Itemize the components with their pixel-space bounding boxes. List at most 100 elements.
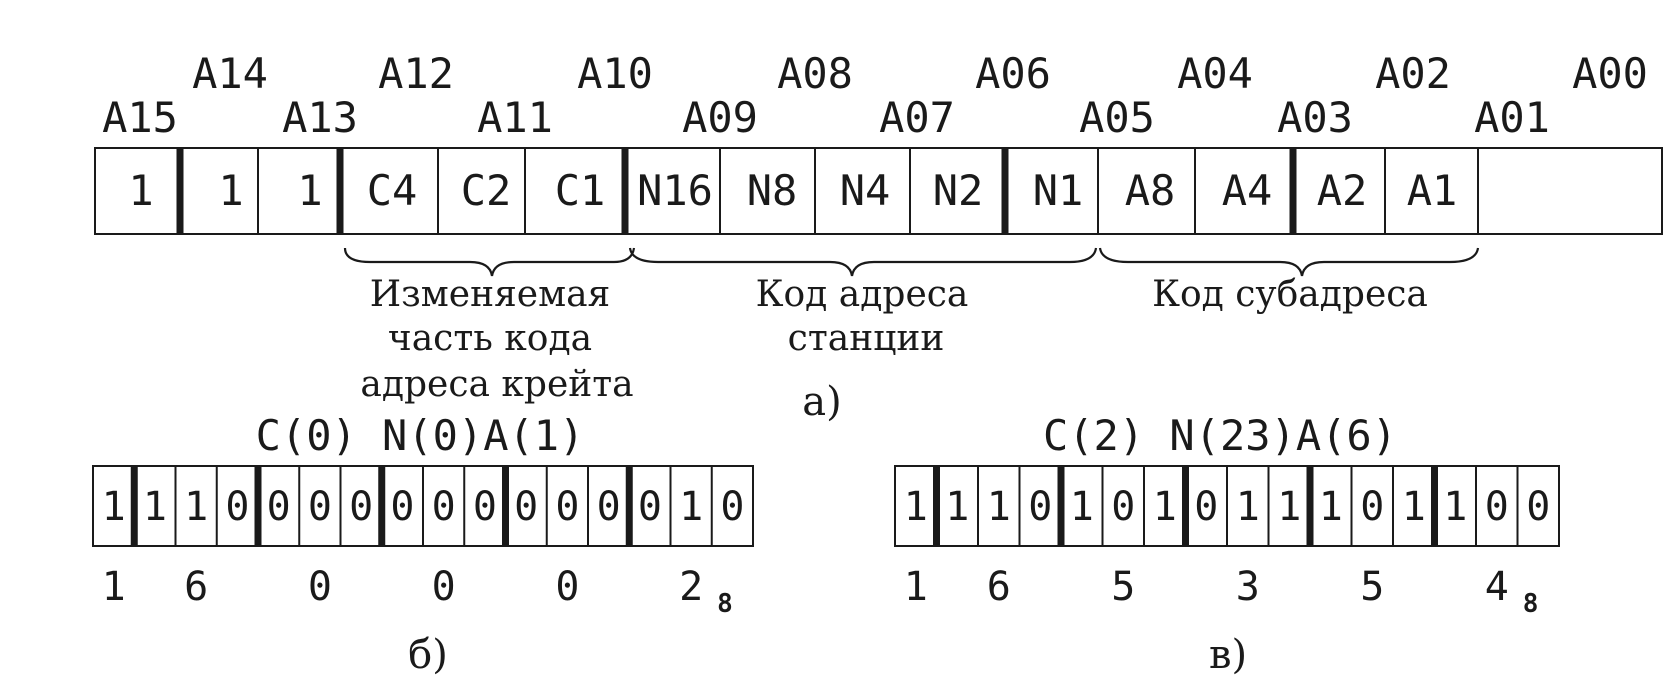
- title-c: C(2) N(23)A(6): [1043, 411, 1397, 460]
- octal-digit: 3: [1236, 564, 1260, 610]
- bit-cell: 0: [432, 484, 456, 530]
- register-cell: A4: [1222, 166, 1273, 215]
- register-cell: N8: [747, 166, 798, 215]
- bit-cell: 0: [349, 484, 373, 530]
- bit-cell: 1: [679, 484, 703, 530]
- group-label-crate-address: Изменяемая: [370, 274, 611, 315]
- bit-cell: 1: [102, 484, 126, 530]
- bit-cell: 1: [945, 484, 969, 530]
- register-a: 1 1 1 C4 C2 C1 N16 N8 N4 N2 N1 A8 A4 A2 …: [94, 147, 1663, 235]
- bit-cell: 0: [225, 484, 249, 530]
- register-cell: A8: [1125, 166, 1176, 215]
- brace-crate-address: [343, 247, 636, 277]
- address-label: A14: [192, 49, 268, 98]
- bit-cell: 0: [1485, 484, 1509, 530]
- bit-cell: 1: [1070, 484, 1094, 530]
- register-cell: C1: [555, 166, 606, 215]
- octal-digit: 6: [987, 564, 1011, 610]
- group-label-station-address: Код адреса: [756, 274, 969, 315]
- register-cell: C4: [367, 166, 418, 215]
- octal-digit: 0: [308, 564, 332, 610]
- register-cell: A2: [1317, 166, 1368, 215]
- address-label: A02: [1375, 49, 1451, 98]
- bit-cell: 1: [184, 484, 208, 530]
- octal-digit: 1: [904, 564, 928, 610]
- bit-cell: 1: [904, 484, 928, 530]
- bit-cell: 0: [1526, 484, 1550, 530]
- octal-digit: 2: [679, 564, 703, 610]
- bit-cell: 1: [1277, 484, 1301, 530]
- address-label: A10: [577, 49, 653, 98]
- group-label-station-address: станции: [788, 318, 945, 359]
- octal-digit: 1: [102, 564, 126, 610]
- address-label: A01: [1474, 93, 1550, 142]
- register-cell: N2: [933, 166, 984, 215]
- title-b: C(0) N(0)A(1): [256, 411, 585, 460]
- bit-cell: 1: [987, 484, 1011, 530]
- register-cell: 1: [128, 166, 153, 215]
- bit-cell: 0: [638, 484, 662, 530]
- address-label: A12: [378, 49, 454, 98]
- octal-base-subscript: 8: [717, 589, 733, 619]
- octal-base-subscript: 8: [1523, 589, 1539, 619]
- register-cell: N16: [637, 166, 713, 215]
- bit-cell: 1: [1236, 484, 1260, 530]
- octal-digit: 0: [555, 564, 579, 610]
- bit-cell: 1: [1402, 484, 1426, 530]
- address-label: A05: [1079, 93, 1155, 142]
- address-label: A13: [282, 93, 358, 142]
- address-label: A08: [777, 49, 853, 98]
- octal-digit: 0: [432, 564, 456, 610]
- group-braces: [343, 247, 1480, 277]
- octal-digit: 5: [1360, 564, 1384, 610]
- bit-cell: 1: [1319, 484, 1343, 530]
- brace-station-address: [628, 247, 1098, 277]
- bit-cell: 0: [473, 484, 497, 530]
- address-label: A03: [1277, 93, 1353, 142]
- bit-cell: 0: [308, 484, 332, 530]
- address-label: A04: [1177, 49, 1253, 98]
- bit-cell: 0: [597, 484, 621, 530]
- bit-cell: 0: [514, 484, 538, 530]
- caption-c: в): [1209, 632, 1247, 675]
- bit-cell: 1: [143, 484, 167, 530]
- bit-cell: 0: [1194, 484, 1218, 530]
- bit-cell: 1: [1153, 484, 1177, 530]
- register-cell: C2: [461, 166, 512, 215]
- bit-cell: 0: [555, 484, 579, 530]
- octal-digit: 4: [1485, 564, 1509, 610]
- group-label-subaddress: Код субадреса: [1152, 274, 1428, 315]
- register-cell: A1: [1407, 166, 1458, 215]
- address-label: A00: [1572, 49, 1648, 98]
- caption-b: б): [408, 632, 448, 675]
- caption-a: а): [802, 379, 841, 425]
- register-cell: N1: [1033, 166, 1084, 215]
- octal-digit: 6: [184, 564, 208, 610]
- group-label-crate-address: часть кода: [388, 318, 592, 359]
- register-cell: 1: [218, 166, 243, 215]
- address-labels-upper: A14 A12 A10 A08 A06 A04 A02 A00: [192, 49, 1648, 98]
- octal-digit: 5: [1111, 564, 1135, 610]
- address-label: A15: [102, 93, 178, 142]
- register-cell: 1: [297, 166, 322, 215]
- bit-cell: 0: [1028, 484, 1052, 530]
- bit-cell: 0: [720, 484, 744, 530]
- bit-cell: 0: [1111, 484, 1135, 530]
- address-label: A11: [477, 93, 553, 142]
- bit-cell: 0: [390, 484, 414, 530]
- bit-cell: 1: [1443, 484, 1467, 530]
- address-label: A09: [682, 93, 758, 142]
- bit-cell: 0: [267, 484, 291, 530]
- address-labels-lower: A15 A13 A11 A09 A07 A05 A03 A01: [102, 93, 1550, 142]
- group-label-crate-address: адреса крейта: [360, 364, 633, 405]
- register-cell: N4: [840, 166, 891, 215]
- address-label: A06: [975, 49, 1051, 98]
- address-label: A07: [879, 93, 955, 142]
- brace-subaddress: [1098, 247, 1480, 277]
